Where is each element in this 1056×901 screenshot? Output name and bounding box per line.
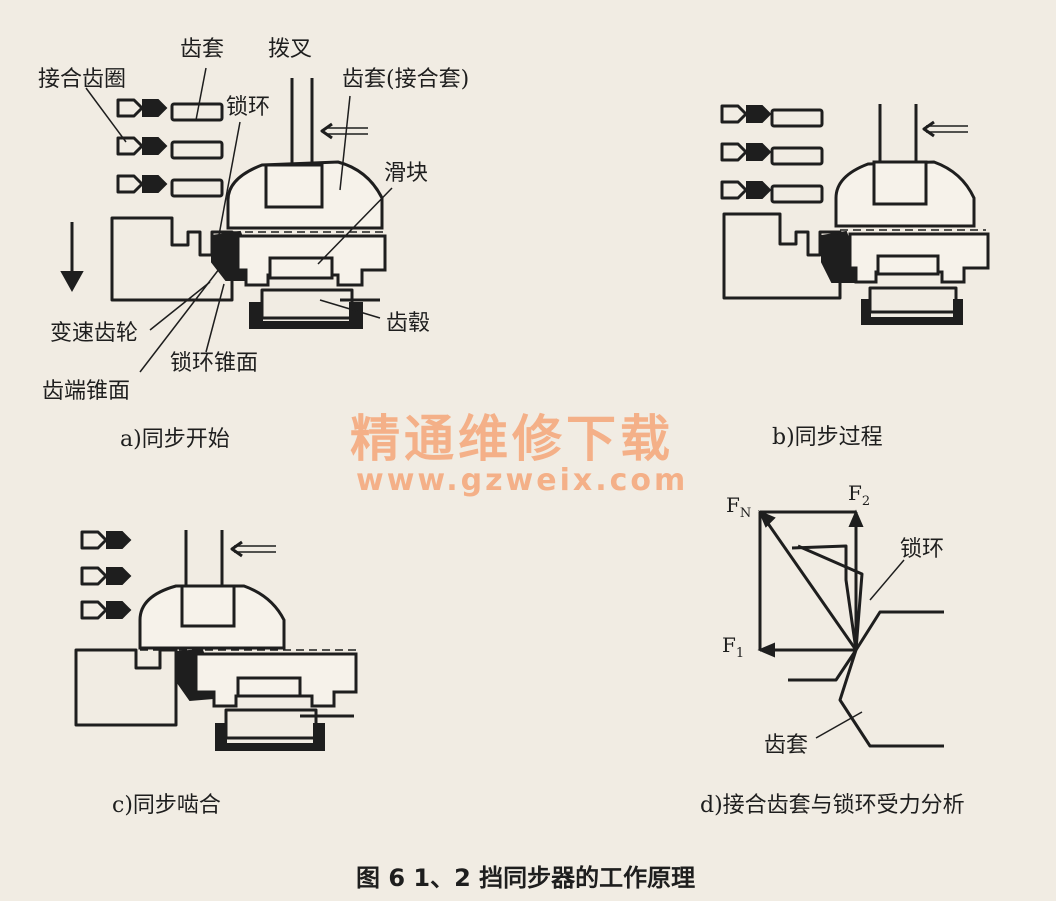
push-arrow-icon-c xyxy=(230,540,276,558)
label-lock-ring: 锁环 xyxy=(226,95,270,120)
label-fork: 拨叉 xyxy=(268,37,312,62)
f1-arrowhead xyxy=(757,642,775,658)
caption-c: c)同步啮合 xyxy=(112,793,221,818)
label-ring-cone: 锁环锥面 xyxy=(170,351,258,376)
engage-ring-teeth xyxy=(116,98,224,198)
lock-ring-bevel xyxy=(797,544,864,651)
label-f2: F2 xyxy=(848,481,870,509)
lock-ring-profile xyxy=(791,544,944,652)
label-lock-ring-d: 锁环 xyxy=(900,537,944,562)
panel-c: c)同步啮合 xyxy=(74,530,358,818)
watermark-title: 精通维修下载 xyxy=(350,410,674,468)
caption-a: a)同步开始 xyxy=(120,427,230,452)
f2-arrowhead xyxy=(848,509,864,527)
down-arrow-icon xyxy=(60,222,84,293)
label-gear: 变速齿轮 xyxy=(50,321,138,346)
label-tooth-cone: 齿端锥面 xyxy=(42,379,130,404)
fn-arrowhead xyxy=(758,510,776,528)
gear-body xyxy=(110,216,234,302)
label-slider: 滑块 xyxy=(384,161,428,186)
caption-d: d)接合齿套与锁环受力分析 xyxy=(700,793,965,818)
fork-slot xyxy=(264,163,324,209)
sleeve-profile xyxy=(788,648,944,748)
push-arrow-icon xyxy=(320,122,368,140)
label-hub: 齿毂 xyxy=(386,311,430,336)
watermark: 精通维修下载 www.gzweix.com xyxy=(350,410,688,498)
caption-b: b)同步过程 xyxy=(772,425,883,450)
engage-ring-teeth-b xyxy=(720,104,824,204)
slider xyxy=(268,256,334,280)
label-sleeve: 齿套 xyxy=(180,37,224,62)
label-f1: F1 xyxy=(722,633,744,661)
leader-lines-a xyxy=(85,67,393,373)
push-arrow-icon-b xyxy=(922,120,968,138)
label-engage-ring: 接合齿圈 xyxy=(38,67,126,92)
label-fn: FN xyxy=(726,493,751,521)
figure-caption: 图 6 1、2 挡同步器的工作原理 xyxy=(356,864,695,892)
panel-b: b)同步过程 xyxy=(720,104,990,450)
fn-vector xyxy=(758,511,858,651)
panel-a: 接合齿圈 齿套 拨叉 齿套(接合套) 锁环 滑块 变速齿轮 齿毂 锁环锥面 齿端… xyxy=(38,37,469,452)
label-sleeve-d: 齿套 xyxy=(764,733,808,758)
engage-ring-teeth-c xyxy=(80,530,132,620)
watermark-url: www.gzweix.com xyxy=(356,463,688,498)
label-sleeve-engage: 齿套(接合套) xyxy=(342,67,469,92)
panel-d: FN F2 F1 锁环 齿套 d)接合齿套与锁环受力分析 xyxy=(700,481,965,818)
